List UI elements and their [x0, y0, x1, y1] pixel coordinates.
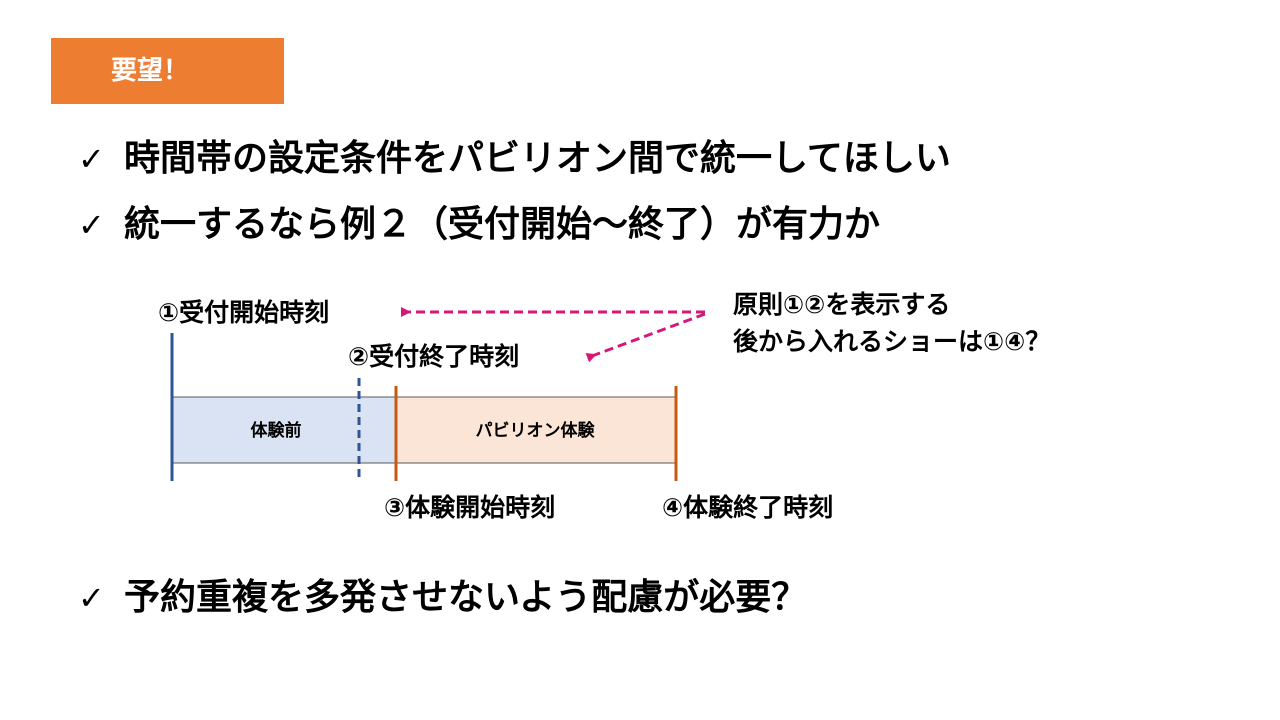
check-icon: ✓ — [78, 579, 105, 617]
note-line-1: 原則①②を表示する — [733, 290, 951, 319]
bullet-text-1: 時間帯の設定条件をパビリオン間で統一してほしい — [124, 138, 951, 179]
check-icon: ✓ — [78, 206, 105, 244]
experience-start-label: ③体験開始時刻 — [384, 493, 556, 522]
pavilion-experience-box — [395, 396, 677, 464]
bullet-text-3: 予約重複を多発させないよう配慮が必要？ — [124, 577, 808, 618]
note-line-2: 後から入れるショーは①④？ — [733, 327, 1051, 356]
arrow-to-reception-end — [585, 312, 706, 363]
pavilion-experience-label: パビリオン体験 — [476, 420, 596, 441]
request-badge: 要望！ — [51, 38, 284, 104]
bullet-item-3: ✓ 予約重複を多発させないよう配慮が必要？ — [78, 576, 807, 620]
bullet-item-2: ✓ 統一するなら例２（受付開始〜終了）が有力か — [78, 203, 880, 247]
experience-end-label: ④体験終了時刻 — [662, 493, 834, 522]
reception-start-label: ①受付開始時刻 — [158, 298, 330, 327]
before-experience-label: 体験前 — [251, 420, 302, 441]
reception-end-label: ②受付終了時刻 — [348, 342, 520, 371]
check-icon: ✓ — [78, 140, 105, 178]
bullet-item-1: ✓ 時間帯の設定条件をパビリオン間で統一してほしい — [78, 137, 951, 181]
bullet-text-2: 統一するなら例２（受付開始〜終了）が有力か — [124, 204, 881, 245]
